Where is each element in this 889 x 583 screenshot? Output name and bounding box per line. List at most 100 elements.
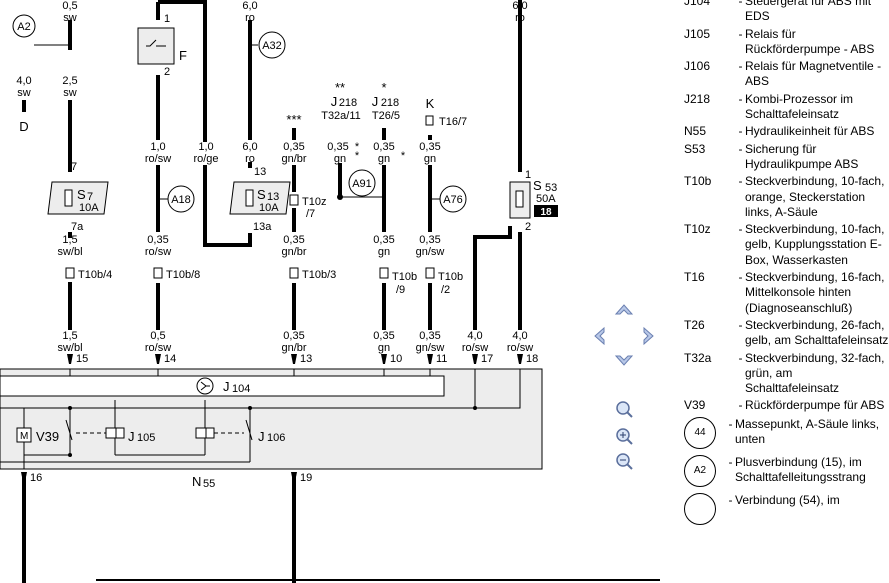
diagram-label: 1,5 xyxy=(62,234,77,246)
pin-flags: 15 14 13 10 11 17 18 xyxy=(67,353,538,365)
diagram-label: V39 xyxy=(36,429,59,444)
diagram-label: T10b/3 xyxy=(302,269,336,281)
diagram-label: * xyxy=(355,150,360,162)
legend-desc: Steckverbindung, 32-fach, grün, am Schal… xyxy=(745,350,885,396)
diagram-label: 0,35 xyxy=(283,330,304,342)
diagram-label: 18 xyxy=(540,207,552,218)
diagram-label: 218 xyxy=(381,97,399,109)
diagram-label: sw/bl xyxy=(57,342,82,354)
diagram-label: gn/br xyxy=(281,342,306,354)
legend-key: V39 xyxy=(684,398,706,413)
diagram-label: 7a xyxy=(71,221,84,233)
legend-dash: - xyxy=(738,0,743,8)
diagram-label: ro/ge xyxy=(193,153,218,165)
diagram-label: ro xyxy=(515,12,525,24)
diagram-label: sw xyxy=(17,87,31,99)
legend-row: T10z-Steckverbindung, 10-fach, gelb, Kup… xyxy=(680,222,889,268)
legend-row: T16-Steckverbindung, 16-fach, Mittelkons… xyxy=(680,270,889,316)
legend-key: T10b xyxy=(684,174,712,189)
diagram-label: J xyxy=(372,94,379,109)
legend-desc: Steckverbindung, 26-fach, gelb, am Schal… xyxy=(745,317,889,348)
diagram-label: 11 xyxy=(436,353,447,365)
zoom-out-icon[interactable] xyxy=(616,453,633,470)
diagram-label: T10z xyxy=(302,196,326,208)
legend-circle-key: A2 xyxy=(684,454,716,487)
legend-dash: - xyxy=(738,398,743,413)
diagram-label: T32a/11 xyxy=(321,110,361,122)
diagram-label: A91 xyxy=(352,178,372,190)
diagram-label: 7 xyxy=(87,191,93,203)
diagram-label: sw/bl xyxy=(57,246,82,258)
legend-key: T32a xyxy=(684,350,712,365)
diagram-label: 4,0 xyxy=(512,330,527,342)
diagram-label: 14 xyxy=(164,353,176,365)
diagram-label: *** xyxy=(286,112,301,127)
diagram-label: F xyxy=(179,48,187,63)
legend-dash: - xyxy=(728,492,733,507)
legend-dash: - xyxy=(738,141,743,156)
diagram-label: S xyxy=(257,187,266,202)
diagram-label: ro/sw xyxy=(145,153,171,165)
connector-set: T10b/4 T10b/8 T10z /7 T10b/3 T10b /9 T10… xyxy=(65,194,463,296)
arrow-down-icon[interactable] xyxy=(614,355,634,366)
legend-row: T26-Steckverbindung, 26-fach, gelb, am S… xyxy=(680,318,889,349)
diagram-label: 0,35 xyxy=(419,330,440,342)
legend-desc: Relais für Rückförderpumpe - ABS xyxy=(745,26,875,56)
diagram-label: 15 xyxy=(76,353,88,365)
diagram-label: * xyxy=(355,141,360,153)
diagram-label: S xyxy=(533,178,542,193)
diagram-label: * xyxy=(401,150,406,162)
diagram-label: gn xyxy=(334,153,346,165)
diagram-label: 2 xyxy=(525,221,531,233)
diagram-label: 0,5 xyxy=(150,330,165,342)
arrow-up-icon[interactable] xyxy=(614,304,634,315)
diagram-label: J xyxy=(331,94,338,109)
diagram-label: 6,0 xyxy=(242,0,257,12)
diagram-label: A2 xyxy=(17,21,30,33)
legend-desc: Kombi-Prozessor im Schalttafeleinsatz xyxy=(745,91,854,122)
diagram-label: A32 xyxy=(262,40,282,52)
legend-key: T16 xyxy=(684,270,705,285)
legend-row: T32a -Steckverbindung, 32-fach, grün, am … xyxy=(680,351,889,397)
diagram-label: A76 xyxy=(443,194,463,206)
legend-desc: Relais für Magnetventile - ABS xyxy=(745,59,882,89)
diagram-label: ro/sw xyxy=(145,342,171,354)
legend-desc: Steckverbindung, 10-fach, gelb, Kupplung… xyxy=(745,222,885,267)
legend-row: J105-Relais für Rückförderpumpe - ABS xyxy=(680,27,889,58)
legend-desc: Plusverbindung (15), im Schalttafelleitu… xyxy=(735,454,866,485)
legend-desc: Verbindung (54), im xyxy=(735,492,840,507)
legend-dash: - xyxy=(738,91,743,106)
legend-row: N55-Hydraulikeinheit für ABS xyxy=(680,124,889,139)
legend-circle-row: 44-Massepunkt, A-Säule links, unten xyxy=(680,416,889,449)
diagram-label: 16 xyxy=(30,472,42,484)
legend-dash: - xyxy=(738,350,743,365)
legend-dash: - xyxy=(738,270,743,285)
legend-dash: - xyxy=(738,59,743,74)
diagram-label: M xyxy=(20,431,28,442)
diagram-label: 13 xyxy=(267,191,279,203)
legend-row: T10b-Steckverbindung, 10-fach, orange, S… xyxy=(680,174,889,220)
legend-row: J104-Steuergerät für ABS mit EDS xyxy=(680,0,889,25)
diagram-label: ro/sw xyxy=(145,246,171,258)
diagram-label: ** xyxy=(335,80,345,95)
legend-key: J218 xyxy=(684,91,711,106)
switch-f: 1 F 2 xyxy=(137,13,187,78)
diagram-label: 13 xyxy=(300,353,312,365)
legend-key: S53 xyxy=(684,141,706,156)
diagram-label: 2,5 xyxy=(62,75,77,87)
diagram-label: /2 xyxy=(441,284,450,296)
diagram-label: 1,5 xyxy=(62,330,77,342)
legend-dash: - xyxy=(728,416,733,431)
diagram-label: 55 xyxy=(203,478,215,490)
arrow-left-icon[interactable] xyxy=(594,326,605,346)
diagram-label: 0,35 xyxy=(147,234,168,246)
diagram-label: 0,35 xyxy=(283,141,304,153)
diagram-label: 17 xyxy=(481,353,493,365)
diagram-label: 6,0 xyxy=(242,141,257,153)
arrow-right-icon[interactable] xyxy=(643,326,654,346)
zoom-in-icon[interactable] xyxy=(616,428,633,445)
legend-desc: Steuergerät für ABS mit EDS xyxy=(745,0,872,24)
zoom-icon[interactable] xyxy=(616,401,633,418)
diagram-label: 104 xyxy=(232,383,250,395)
diagram-label: 1 xyxy=(164,13,170,25)
